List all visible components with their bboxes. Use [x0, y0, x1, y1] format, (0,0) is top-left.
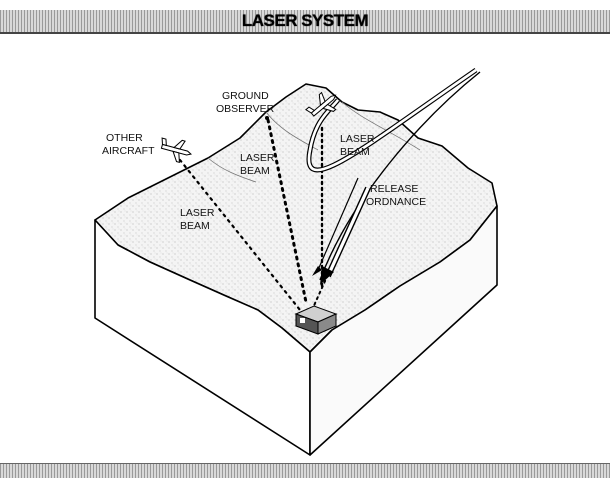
label-laser-beam-center-line1: LASER	[240, 152, 275, 164]
other-aircraft-icon	[160, 137, 193, 164]
laser-beam-from-other-aircraft	[178, 158, 302, 312]
ordnance-arrows	[312, 177, 371, 285]
title-bar: LASER SYSTEM	[0, 10, 610, 34]
laser-system-diagram: GROUND OBSERVER OTHER AIRCRAFT LASER BEA…	[94, 67, 498, 456]
label-laser-beam-center-line2: BEAM	[240, 165, 270, 177]
label-other-aircraft-line1: OTHER	[106, 132, 143, 144]
label-release-ordnance: RELEASE ORDNANCE	[366, 183, 426, 208]
label-laser-beam-left: LASER BEAM	[180, 207, 217, 232]
attack-aircraft-icon	[305, 91, 337, 117]
label-other-aircraft: OTHER AIRCRAFT	[102, 132, 155, 157]
page-title: LASER SYSTEM	[241, 11, 369, 30]
target-vehicle-icon	[294, 305, 338, 335]
label-laser-beam-center: LASER BEAM	[240, 152, 277, 177]
footer-bar	[0, 463, 610, 478]
label-ground-observer-line1: GROUND	[222, 90, 269, 102]
label-laser-beam-right: LASER BEAM	[340, 133, 377, 158]
label-ground-observer-line2: OBSERVER	[216, 103, 275, 115]
label-release-ordnance-line2: ORDNANCE	[366, 196, 426, 208]
label-other-aircraft-line2: AIRCRAFT	[102, 145, 155, 157]
laser-beam-from-observer	[266, 118, 308, 304]
aircraft-flight-path	[306, 67, 481, 281]
label-laser-beam-right-line2: BEAM	[340, 146, 370, 158]
label-laser-beam-left-line2: BEAM	[180, 220, 210, 232]
label-release-ordnance-line1: RELEASE	[370, 183, 418, 195]
terrain-block	[94, 83, 498, 456]
terrain-left-face	[94, 219, 311, 456]
label-ground-observer: GROUND OBSERVER	[216, 90, 275, 115]
label-laser-beam-right-line1: LASER	[340, 133, 375, 145]
ground-observer-icon	[265, 116, 269, 120]
terrain-right-face	[309, 205, 498, 456]
label-laser-beam-left-line1: LASER	[180, 207, 215, 219]
